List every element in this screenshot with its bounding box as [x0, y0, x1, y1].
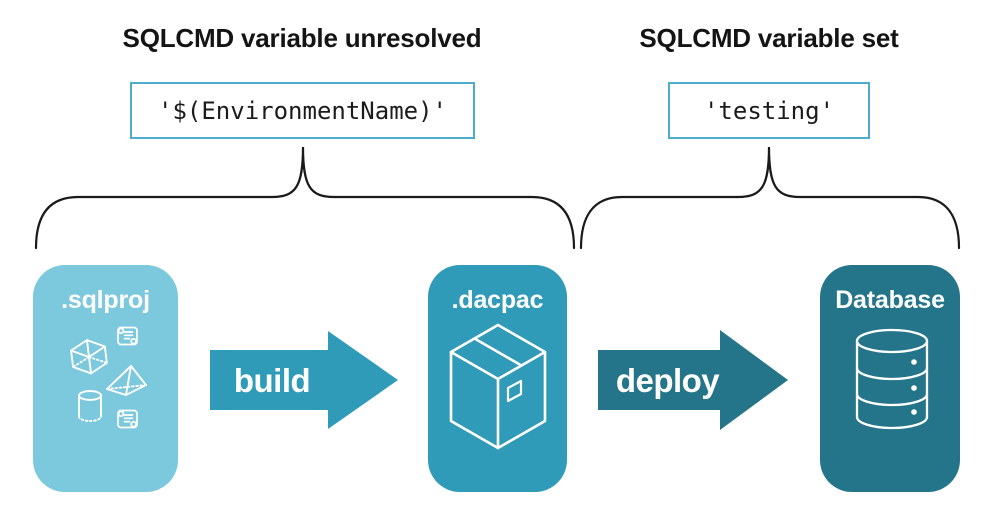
database-cylinder-icon: [855, 328, 929, 430]
right-heading: SQLCMD variable set: [639, 23, 899, 53]
resolved-variable-value: 'testing': [703, 96, 835, 125]
cube-icon: [70, 339, 108, 375]
deploy-arrow-label: deploy: [615, 362, 720, 399]
pyramid-icon: [106, 365, 147, 396]
left-heading: SQLCMD variable unresolved: [122, 23, 482, 53]
unresolved-variable-box: '$(EnvironmentName)': [130, 82, 475, 139]
cylinder-icon: [78, 390, 102, 422]
sql-objects-icon: [70, 326, 147, 429]
build-arrow: [210, 331, 398, 429]
unresolved-variable-value: '$(EnvironmentName)': [158, 96, 447, 125]
resolved-variable-box: 'testing': [668, 82, 870, 139]
node-database-label: Database: [835, 286, 945, 314]
scroll-icon: [117, 326, 138, 346]
left-brace: [34, 146, 576, 250]
right-brace: [579, 146, 961, 250]
deploy-arrow: [598, 330, 788, 430]
node-dacpac: .dacpac: [428, 265, 567, 492]
node-dacpac-label: .dacpac: [451, 286, 544, 314]
build-arrow-label: build: [233, 362, 311, 399]
node-sqlproj: .sqlproj: [33, 265, 178, 492]
package-box-icon: [449, 323, 547, 450]
scroll-icon: [117, 409, 138, 429]
node-database: Database: [820, 265, 960, 492]
node-sqlproj-label: .sqlproj: [61, 286, 150, 314]
